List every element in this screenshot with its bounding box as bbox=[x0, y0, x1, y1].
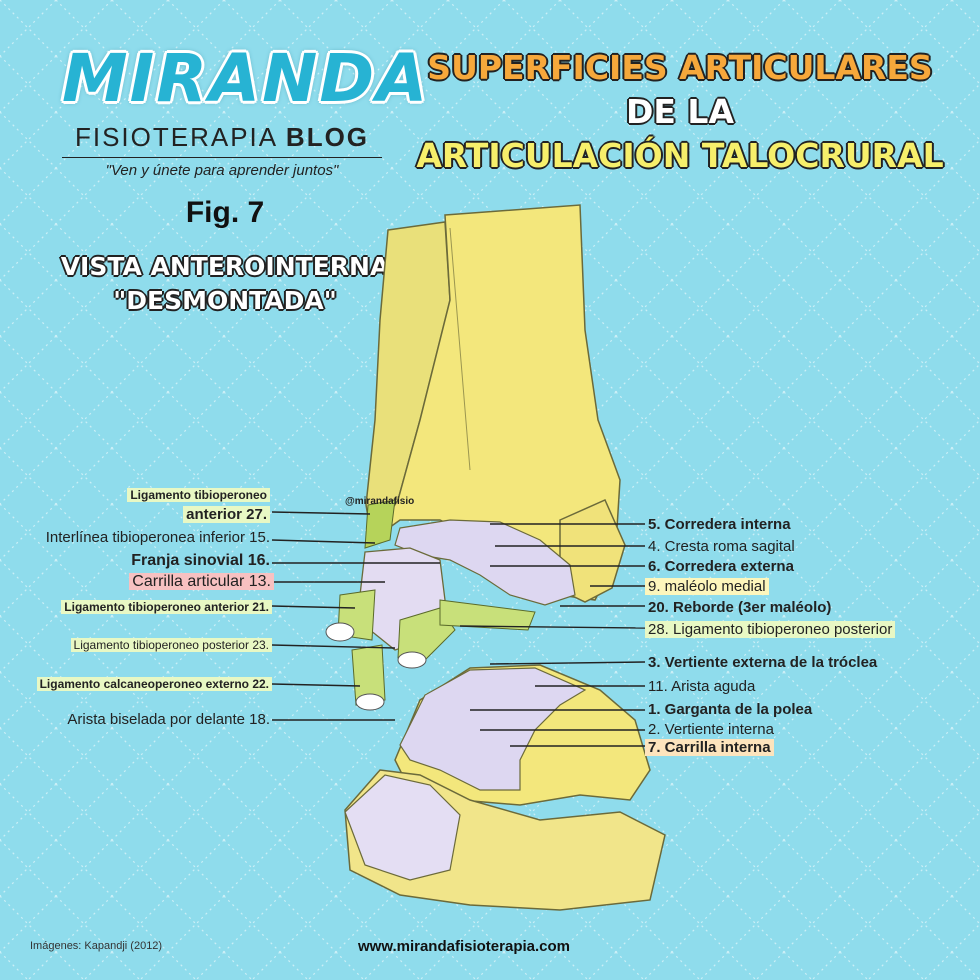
title-line-3: ARTICULACIÓN TALOCRURAL bbox=[416, 136, 944, 175]
label-text: 9. maléolo medial bbox=[645, 578, 769, 595]
label-right-0: 5. Corredera interna bbox=[648, 515, 791, 534]
label-left-8: Arista biselada por delante 18. bbox=[0, 710, 270, 729]
image-credit: Imágenes: Kapandji (2012) bbox=[30, 940, 163, 952]
label-left-1: anterior 27. bbox=[94, 505, 270, 524]
label-text: 11. Arista aguda bbox=[648, 678, 756, 695]
label-text: 1. Garganta de la polea bbox=[648, 701, 813, 718]
social-handle: @mirandafisio bbox=[345, 496, 415, 507]
leader-lines-right bbox=[459, 523, 646, 747]
label-text: Ligamento tibioperoneo anterior 21. bbox=[61, 600, 272, 614]
leader-lines-left bbox=[271, 511, 440, 721]
label-left-5: Ligamento tibioperoneo anterior 21. bbox=[0, 598, 272, 617]
label-text: Ligamento tibioperoneo posterior 23. bbox=[70, 638, 272, 652]
calcaneus-articular-facet bbox=[344, 774, 461, 881]
logo-sub-bold: BLOG bbox=[285, 122, 370, 152]
ligament-cut-end-3 bbox=[355, 693, 385, 711]
ligament-calcaneoperoneo-22 bbox=[351, 644, 386, 706]
label-text: Interlínea tibioperonea inferior 15. bbox=[45, 529, 270, 546]
label-left-3: Franja sinovial 16. bbox=[0, 551, 270, 570]
label-right-2: 6. Corredera externa bbox=[648, 557, 794, 576]
view-line-2: "DESMONTADA" bbox=[113, 286, 337, 315]
logo-slogan: "Ven y únete para aprender juntos" bbox=[105, 162, 339, 179]
title-line-2: DE LA bbox=[626, 92, 734, 131]
ligament-cut-end-2 bbox=[397, 651, 427, 669]
label-text: 7. Carrilla interna bbox=[645, 739, 774, 756]
label-right-6: 3. Vertiente externa de la tróclea bbox=[648, 653, 877, 672]
label-right-1: 4. Cresta roma sagital bbox=[648, 537, 795, 556]
label-text: 2. Vertiente interna bbox=[648, 721, 774, 738]
ligament-tibioperoneo-anterior-27 bbox=[364, 499, 396, 549]
label-text: Ligamento tibioperoneo bbox=[127, 488, 270, 502]
figure-number: Fig. 7 bbox=[185, 196, 265, 229]
label-text: 6. Corredera externa bbox=[648, 558, 794, 575]
label-left-6: Ligamento tibioperoneo posterior 23. bbox=[0, 636, 272, 655]
view-line-1: VISTA ANTEROINTERNA bbox=[60, 252, 390, 281]
label-text: 3. Vertiente externa de la tróclea bbox=[648, 654, 878, 671]
label-right-5: 28. Ligamento tibioperoneo posterior bbox=[645, 620, 896, 639]
page-title: SUPERFICIES ARTICULARES DE LA ARTICULACI… bbox=[385, 46, 975, 178]
label-left-4: Carrilla articular 13. bbox=[0, 572, 274, 591]
label-left-7: Ligamento calcaneoperoneo externo 22. bbox=[0, 675, 272, 694]
label-text: Ligamento calcaneoperoneo externo 22. bbox=[36, 677, 272, 691]
label-text: 20. Reborde (3er maléolo) bbox=[648, 599, 832, 616]
label-right-8: 1. Garganta de la polea bbox=[648, 700, 812, 719]
ligament-cut-end-1 bbox=[325, 622, 355, 642]
label-right-9: 2. Vertiente interna bbox=[648, 720, 774, 739]
logo-sub-plain: FISIOTERAPIA bbox=[74, 122, 277, 152]
title-line-1: SUPERFICIES ARTICULARES bbox=[427, 48, 933, 87]
label-right-7: 11. Arista aguda bbox=[648, 677, 755, 696]
ligament-tibioperoneo-posterior-28 bbox=[439, 599, 536, 631]
label-text: 4. Cresta roma sagital bbox=[648, 538, 795, 555]
figure-view: VISTA ANTEROINTERNA "DESMONTADA" bbox=[20, 250, 430, 318]
logo-subtitle: FISIOTERAPIA BLOG bbox=[62, 122, 382, 153]
label-left-2: Interlínea tibioperonea inferior 15. bbox=[0, 528, 270, 547]
label-text: Arista biselada por delante 18. bbox=[67, 711, 270, 728]
label-text: 5. Corredera interna bbox=[648, 516, 791, 533]
label-left-0: Ligamento tibioperoneo bbox=[94, 486, 270, 505]
logo-divider bbox=[62, 157, 382, 158]
brand-logo: MIRANDA FISIOTERAPIA BLOG "Ven y únete p… bbox=[62, 40, 430, 190]
label-text: Carrilla articular 13. bbox=[129, 573, 274, 590]
label-text: 28. Ligamento tibioperoneo posterior bbox=[645, 621, 896, 638]
website-link[interactable]: www.mirandafisioterapia.com bbox=[358, 938, 570, 955]
tibia-shaft-line bbox=[449, 227, 471, 471]
label-text: anterior 27. bbox=[183, 506, 270, 523]
logo-wordmark: MIRANDA bbox=[62, 40, 430, 117]
label-right-3: 9. maléolo medial bbox=[645, 577, 769, 596]
label-right-10: 7. Carrilla interna bbox=[645, 738, 774, 757]
label-text: Franja sinovial 16. bbox=[131, 552, 270, 569]
label-right-4: 20. Reborde (3er maléolo) bbox=[648, 598, 831, 617]
